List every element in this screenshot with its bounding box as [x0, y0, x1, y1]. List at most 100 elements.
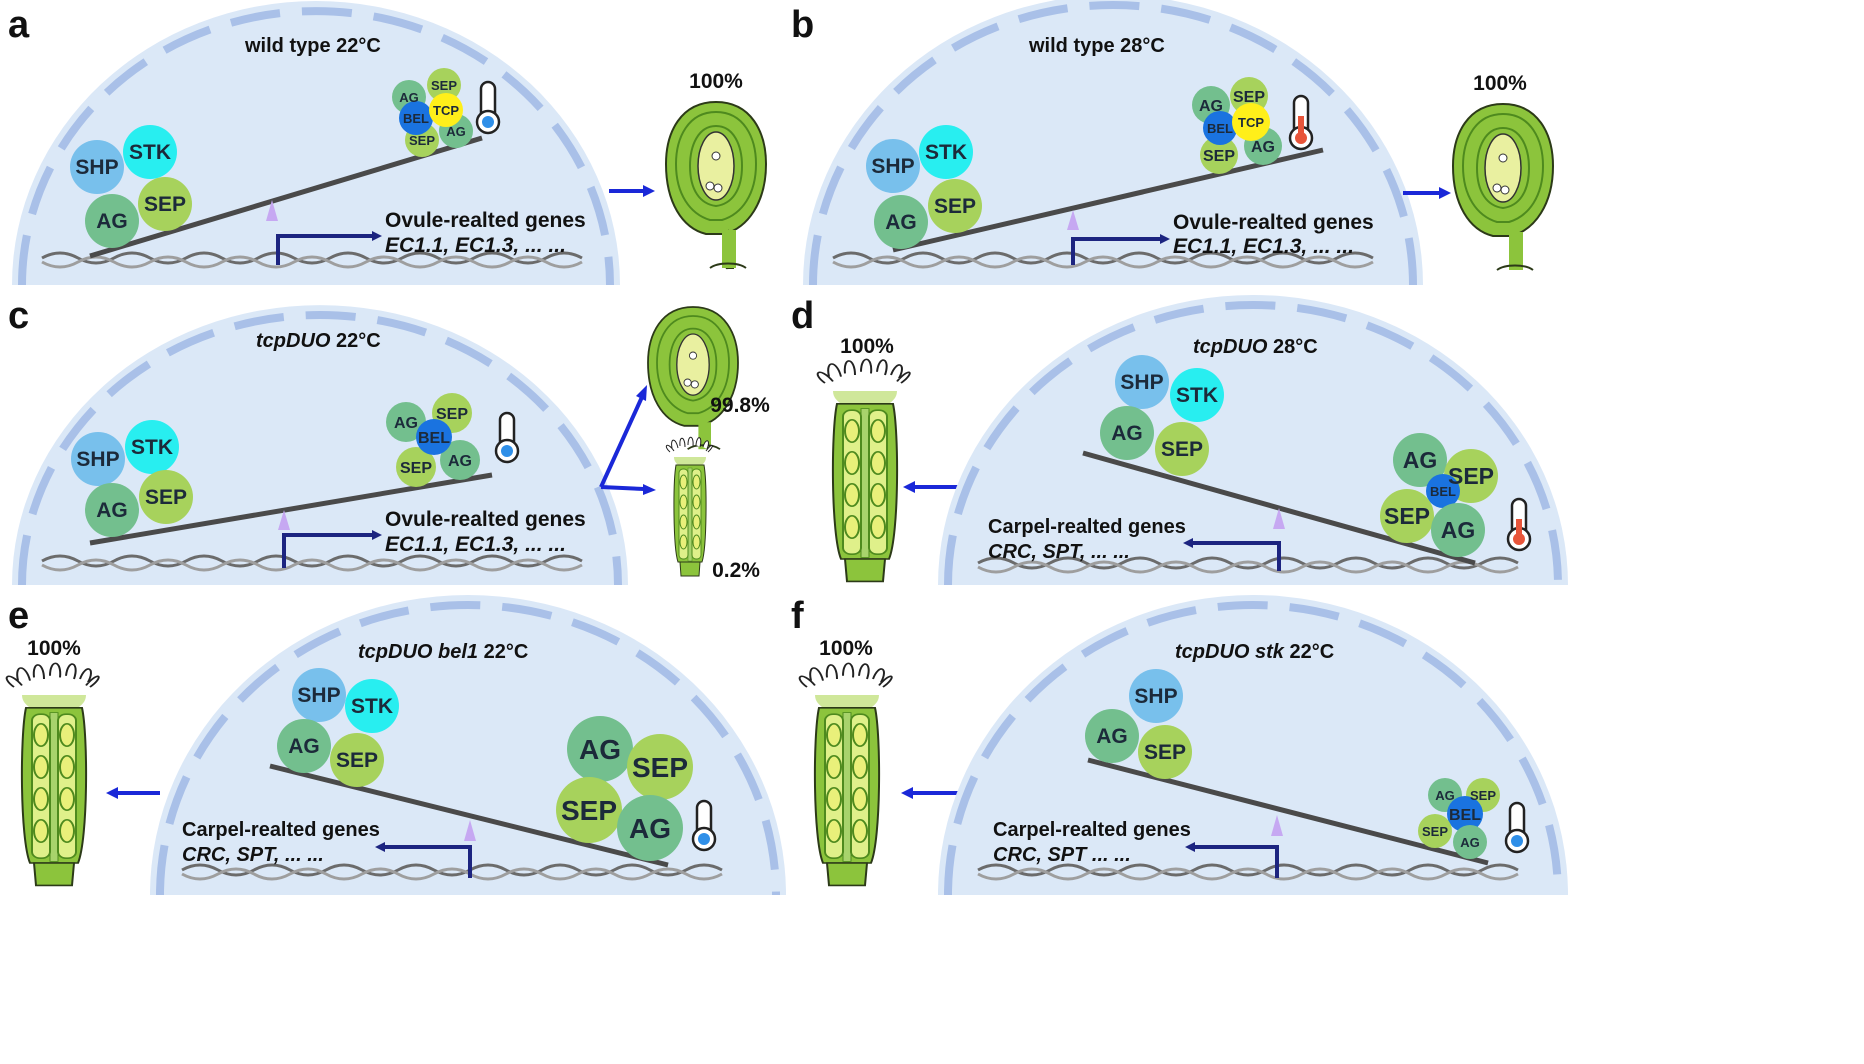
outcome-percent: 100% [840, 335, 894, 358]
protein-bel [416, 419, 452, 455]
cell-wall [944, 601, 1562, 896]
thermometer-hot-icon [1506, 497, 1532, 552]
balance-beam [269, 763, 669, 868]
genes-title: Ovule-realted genes [1173, 211, 1374, 234]
stk-label: STK [351, 695, 393, 718]
carpel-illustration [5, 662, 100, 887]
complex-label: AG [446, 124, 466, 139]
condition-title: tcpDUO bel1 22°C [358, 641, 528, 663]
sep-label: SEP [1161, 438, 1203, 461]
thermometer-cold-icon [475, 80, 501, 135]
promoter-arrowhead [1185, 842, 1195, 852]
protein-stk [919, 125, 973, 179]
protein-sep [330, 733, 384, 787]
promoter-arrow [1193, 845, 1279, 878]
genes-list: EC1.1, EC1.3, ... ... [385, 533, 566, 556]
ag-label: AG [96, 210, 128, 233]
dna-strand [41, 554, 583, 568]
carpel-illustration [665, 436, 713, 577]
outcome-arrow [599, 396, 644, 488]
promoter-arrowhead [1160, 234, 1170, 244]
protein-sep [1418, 814, 1452, 848]
panel-b-diagram: SHP STK AG SEP AG SEP BEL TCP SEP AG wil… [803, 0, 1555, 286]
genes-list: EC1.1, EC1.3, ... ... [385, 234, 566, 257]
carpel-illustration [816, 358, 911, 583]
promoter-arrowhead [375, 842, 385, 852]
sep-label: SEP [144, 193, 186, 216]
panel-b: b SHP STK AG SEP AG SEP BEL TCP SEP AG [783, 0, 1864, 286]
stk-label: STK [131, 436, 173, 459]
genes-list: EC1.1, EC1.3, ... ... [1173, 235, 1354, 258]
protein-ag [874, 195, 928, 249]
protein-stk [123, 125, 177, 179]
complex-label: SEP [1233, 89, 1265, 106]
complex-label: AG [1460, 835, 1480, 850]
shp-label: SHP [75, 156, 118, 179]
panel-c-diagram: SHP STK AG SEP AG SEP BEL SEP AG tcpDUO … [12, 305, 770, 586]
cell-wall [809, 1, 1417, 286]
stk-label: STK [129, 141, 171, 164]
genes-list: CRC, SPT ... ... [993, 844, 1131, 866]
dna-strand [41, 255, 583, 269]
panel-d: d 100% [783, 285, 1864, 586]
complex-label: TCP [1238, 115, 1264, 130]
protein-ag [617, 795, 683, 861]
ovule-illustration [647, 306, 739, 450]
thermometer-hot-icon [1288, 94, 1314, 151]
complex-label: AG [1435, 788, 1455, 803]
protein-sep [1155, 422, 1209, 476]
panel-e: e 100% [0, 585, 930, 1064]
condition-title: wild type 28°C [1028, 35, 1165, 57]
protein-sep [627, 734, 693, 800]
balance-beam [89, 135, 483, 259]
protein-tcp [429, 93, 463, 127]
ovule-illustration [664, 100, 768, 270]
balance-beam [1087, 757, 1489, 866]
pivot-triangle [1273, 508, 1285, 529]
protein-tcp [1232, 103, 1270, 141]
cell-wall [944, 301, 1562, 586]
promoter-arrow [383, 845, 472, 878]
protein-ag [1393, 433, 1447, 487]
complex-label: SEP [1384, 503, 1430, 529]
complex-label: AG [1199, 98, 1223, 115]
complex-label: SEP [632, 752, 688, 783]
panel-f-diagram: 100% SHP [798, 595, 1568, 896]
pivot-triangle [266, 200, 278, 221]
protein-ag [85, 194, 139, 248]
protein-ag [1100, 406, 1154, 460]
dna-strand [832, 251, 1374, 265]
outcome-percent: 100% [27, 637, 81, 660]
shp-label: SHP [76, 448, 119, 471]
promoter-arrowhead [1183, 538, 1193, 548]
promoter-arrowhead [372, 231, 382, 241]
panel-letter: d [791, 295, 815, 337]
complex-label: AG [629, 813, 671, 844]
promoter-arrow [282, 533, 375, 568]
protein-stk [125, 420, 179, 474]
outcome-arrowhead [643, 484, 656, 495]
condition-title: wild type 22°C [244, 35, 381, 57]
protein-sep [1380, 489, 1434, 543]
panel-letter: a [8, 4, 30, 46]
promoter-arrowhead [372, 530, 382, 540]
protein-ag [1453, 825, 1487, 859]
sep-label: SEP [1144, 741, 1186, 764]
sep-label: SEP [336, 749, 378, 772]
dna-strand [977, 863, 1519, 877]
complex-label: BEL [1430, 484, 1456, 499]
pivot-triangle [1067, 210, 1079, 230]
protein-sep [556, 777, 622, 843]
shp-label: SHP [297, 684, 340, 707]
complex-label: SEP [1448, 463, 1494, 489]
complex-label: SEP [1470, 788, 1496, 803]
protein-sep [427, 68, 461, 102]
thermometer-cold-icon [691, 799, 717, 852]
panel-a-diagram: SHP STK AG SEP AG SEP TCP BEL AG SEP wil… [12, 1, 768, 286]
ag-label: AG [288, 735, 320, 758]
complex-label: BEL [1207, 121, 1233, 136]
genes-list: CRC, SPT, ... ... [988, 541, 1130, 563]
dna-strand [977, 556, 1519, 570]
thermometer-cold-icon [1504, 801, 1530, 854]
protein-stk [1170, 368, 1224, 422]
